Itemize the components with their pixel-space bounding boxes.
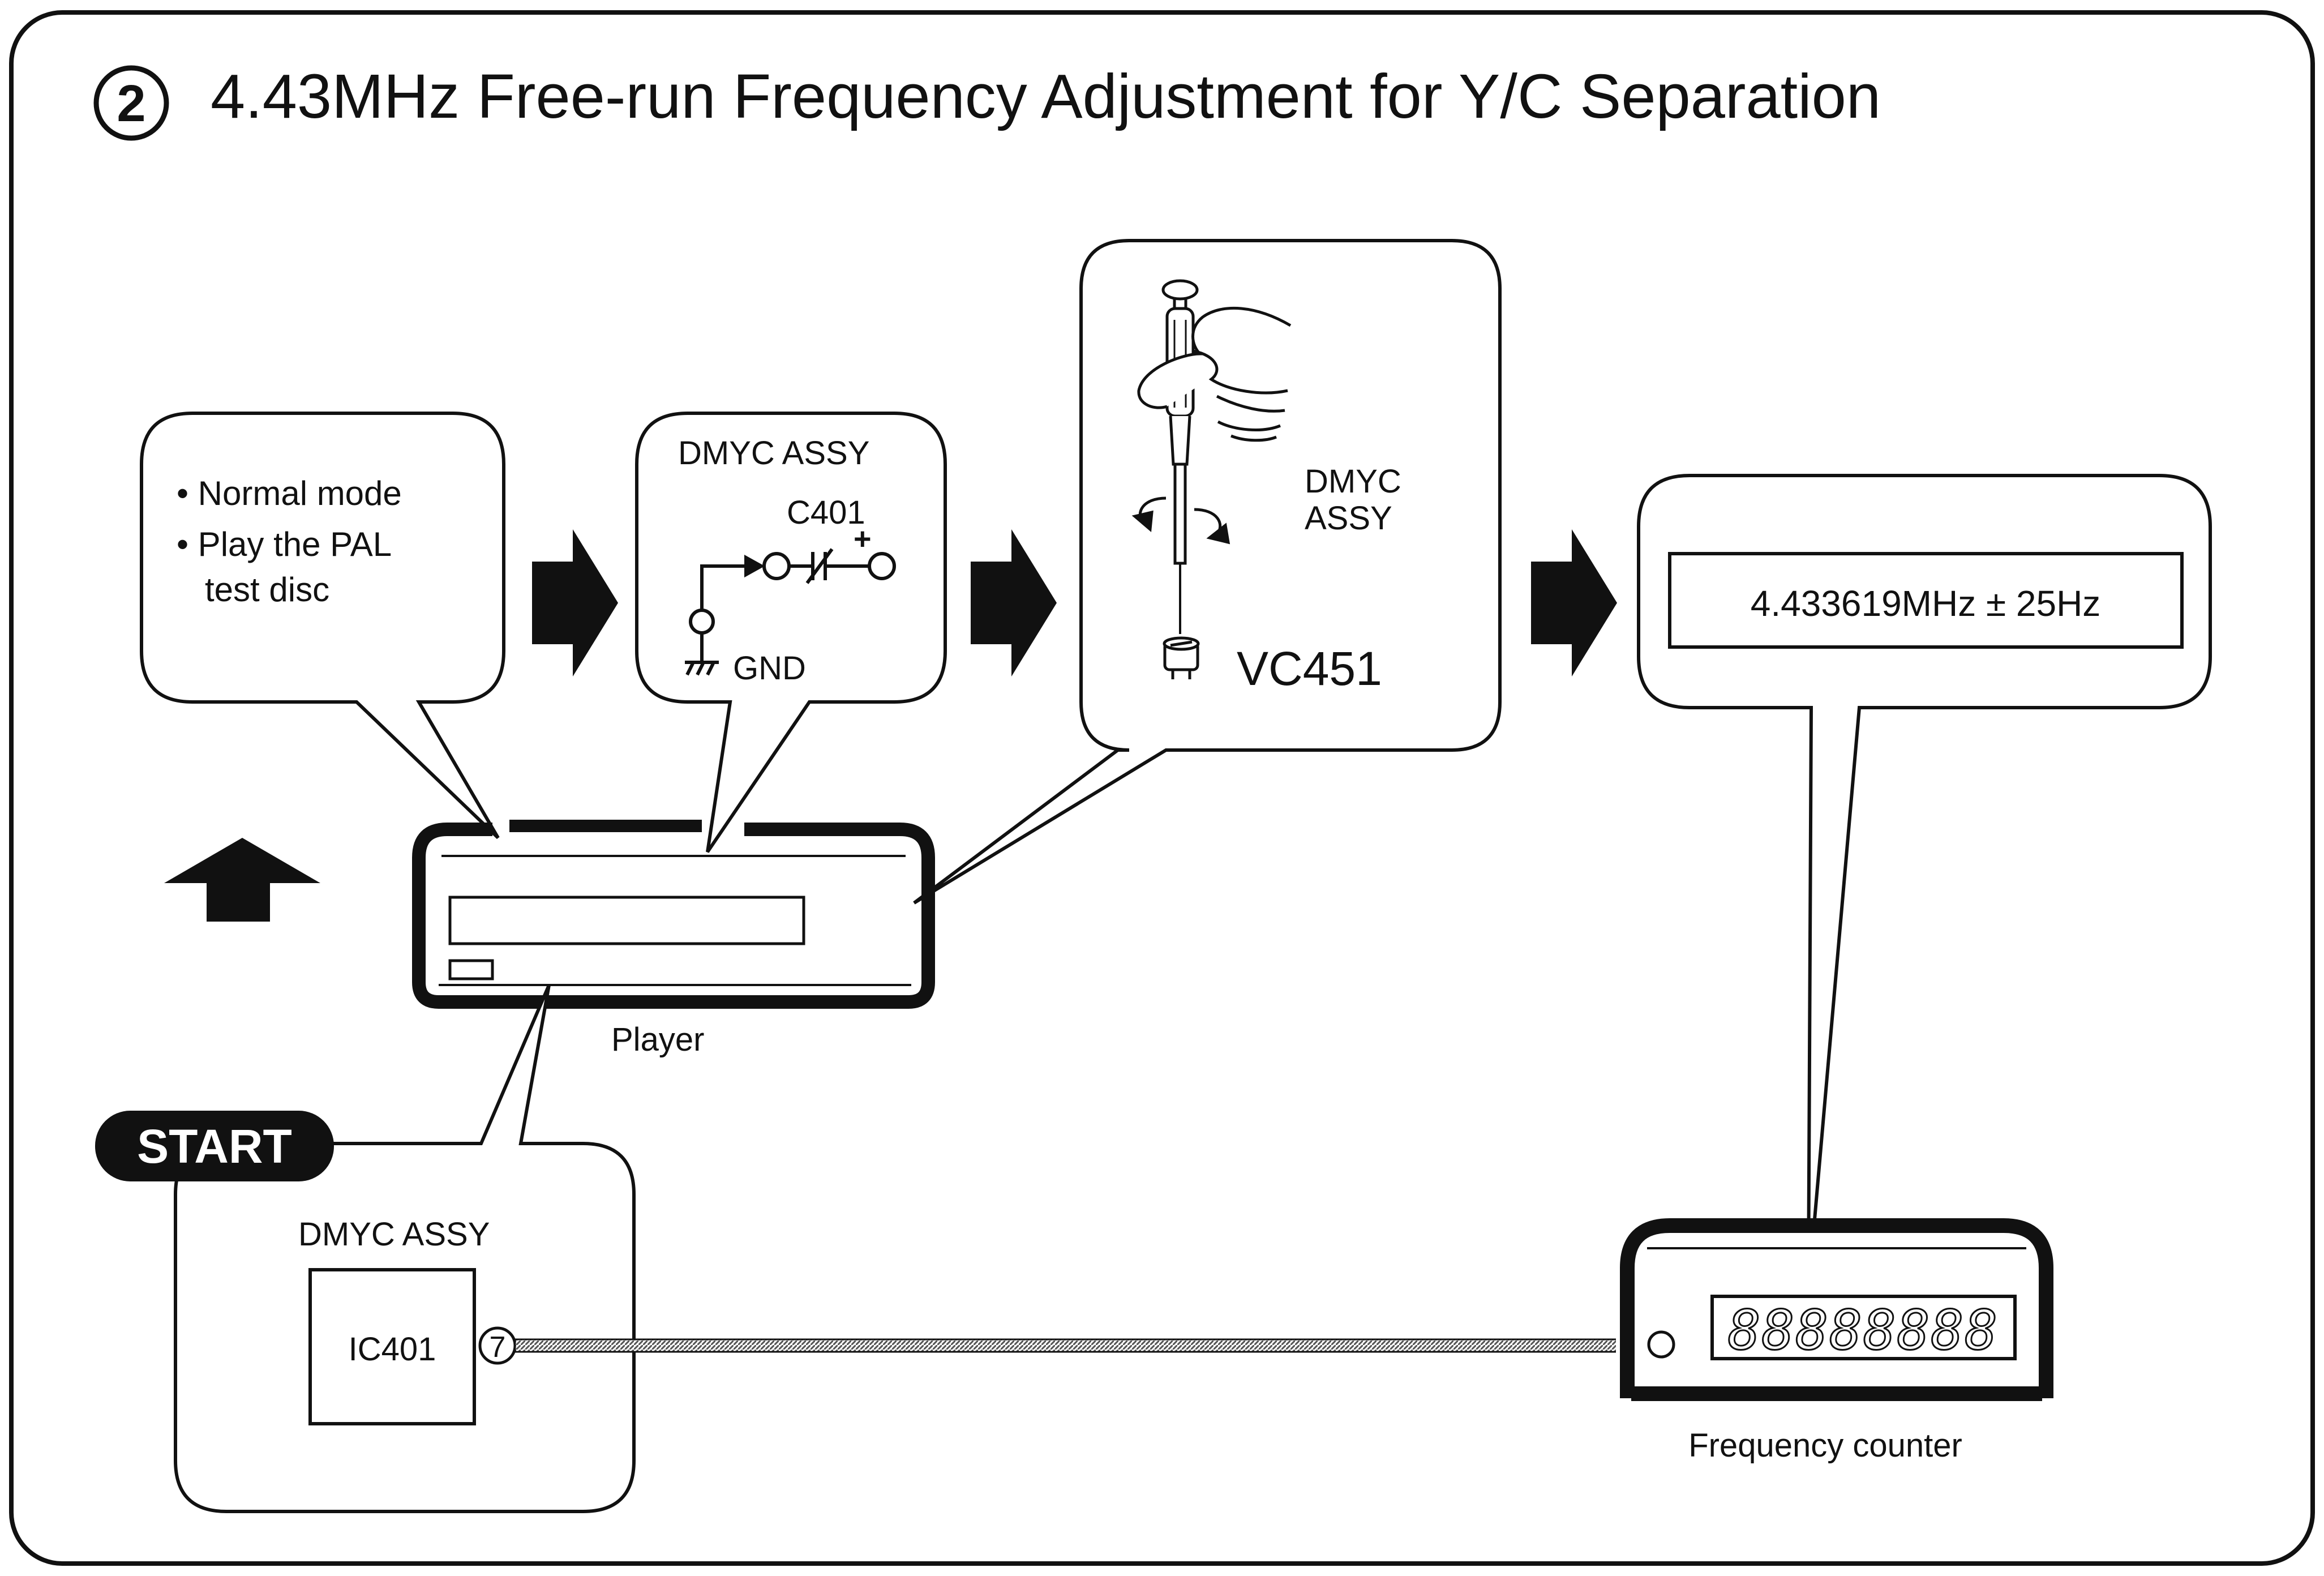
counter-display: [1710, 1295, 2017, 1360]
mode-callout: • Normal mode • Play the PAL test disc: [140, 412, 505, 840]
ic401-chip: [308, 1268, 476, 1425]
player-disc-tray: [448, 896, 805, 945]
mode-line-3: test disc: [205, 571, 329, 609]
player-device: [412, 820, 935, 1009]
probe-cable: [514, 1338, 1651, 1353]
flow-arrow-2: [971, 529, 1057, 676]
mode-line-1: • Normal mode: [177, 474, 402, 512]
assy-line-1: DMYC: [1305, 463, 1401, 500]
vc451-trimmer-icon: [1163, 636, 1200, 679]
assy-line-2: ASSY: [1305, 500, 1392, 537]
c401-polarity: +: [854, 522, 872, 556]
flow-arrow-1: [532, 529, 618, 676]
start-badge: [95, 1111, 334, 1181]
start-badge-text: START: [137, 1120, 292, 1173]
start-callout: START DMYC ASSY IC401 7: [95, 984, 636, 1513]
player-label: Player: [611, 1021, 704, 1058]
dmyc-heading: DMYC ASSY: [678, 435, 869, 472]
target-frequency: 4.433619MHz ± 25Hz: [1751, 583, 2101, 624]
vc451-label: VC451: [1237, 642, 1382, 695]
flow-arrow-3: [1531, 529, 1617, 676]
diagram-title: 4.43MHz Free-run Frequency Adjustment fo…: [211, 62, 1881, 131]
gnd-label: GND: [733, 650, 806, 687]
hand-icon: [1137, 306, 1292, 442]
target-frequency-display: [1668, 552, 2184, 649]
step-number-circle: [93, 65, 169, 141]
pin-7-label: 7: [490, 1331, 506, 1364]
counter-label: Frequency counter: [1688, 1427, 1962, 1464]
counter-display-digits: 88888888: [1728, 1299, 1999, 1362]
start-dmyc-heading: DMYC ASSY: [298, 1216, 490, 1253]
dmyc-c401-callout: DMYC ASSY C401 + GND: [635, 412, 947, 853]
c401-circuit-icon: [685, 548, 896, 676]
step-number: 2: [117, 75, 145, 132]
up-arrow: [164, 838, 320, 922]
frequency-counter: 88888888: [1616, 1218, 2057, 1408]
mode-line-2: • Play the PAL: [177, 525, 392, 563]
vc451-callout: DMYC ASSY VC451: [913, 239, 1502, 905]
ic401-label: IC401: [349, 1331, 436, 1368]
title-block: 2 4.43MHz Free-run Frequency Adjustment …: [93, 62, 1881, 141]
counter-input-jack: [1647, 1330, 1675, 1359]
c401-label: C401: [787, 494, 865, 531]
target-callout: 4.433619MHz ± 25Hz: [1637, 474, 2212, 1291]
rotate-icon: [1131, 496, 1230, 545]
player-button: [448, 959, 494, 980]
